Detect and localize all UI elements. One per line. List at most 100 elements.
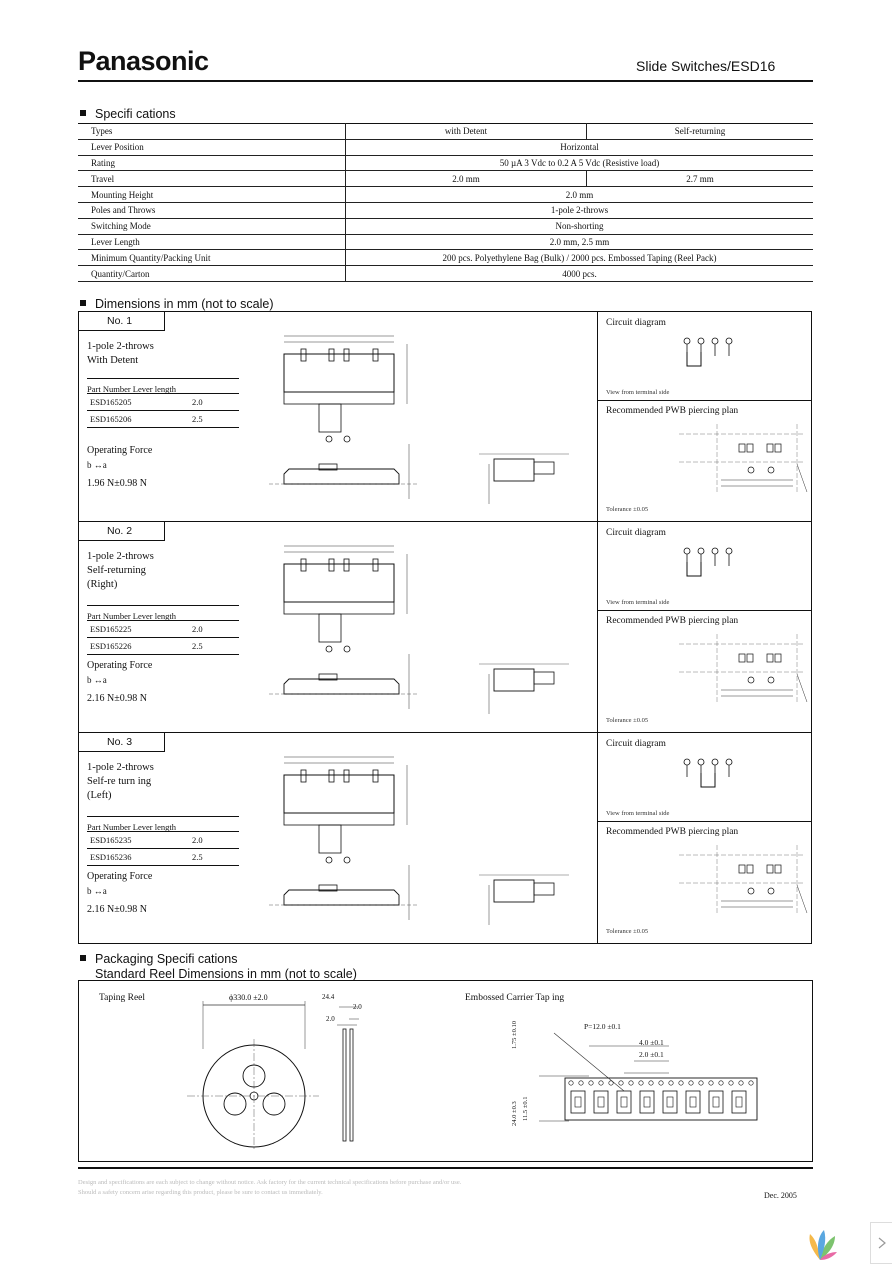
spec-label: Minimum Quantity/Packing Unit	[78, 249, 346, 267]
spec-value-self-returning: 2.7 mm	[586, 170, 813, 188]
taping-reel-drawing	[187, 1001, 359, 1149]
sprocket-hole	[618, 1080, 624, 1086]
circuit-diagram	[683, 547, 733, 577]
tape-pocket	[708, 1090, 724, 1114]
sprocket-hole	[718, 1080, 724, 1086]
model-poles: 1-pole 2-throws	[87, 551, 154, 562]
footer-notes: Design and specifications are each subje…	[78, 1178, 461, 1198]
operating-force-value: 2.16 N±0.98 N	[87, 904, 147, 915]
sprocket-hole	[668, 1080, 674, 1086]
view-from-terminal-label: View from terminal side	[606, 389, 670, 396]
document-title: Slide Switches/ESD16	[636, 58, 776, 74]
spec-value-detent: with Detent	[345, 123, 587, 140]
sprocket-hole	[708, 1080, 714, 1086]
chevron-right-icon	[878, 1237, 886, 1249]
model-description: 1-pole 2-throws With Detent	[87, 340, 154, 368]
tape-pocket	[570, 1090, 586, 1114]
pwb-plan-label: Recommended PWB piercing plan	[606, 616, 739, 626]
model-panel: No. 1 1-pole 2-throws With Detent Part N…	[78, 311, 812, 522]
spec-label: Lever Position	[78, 139, 346, 156]
circuit-diagram	[683, 337, 733, 367]
view-from-terminal-label: View from terminal side	[606, 599, 670, 606]
specs-heading: Specifi cations	[80, 107, 176, 121]
sprocket-hole	[738, 1080, 744, 1086]
footer-note-2: Should a safety concern arise regarding …	[78, 1189, 323, 1196]
spec-label: Switching Mode	[78, 218, 346, 235]
model-type: Self-re turn ing	[87, 776, 152, 787]
spec-value: 4000 pcs.	[345, 265, 813, 282]
spec-value: 2.0 mm, 2.5 mm	[345, 234, 813, 251]
sprocket-hole	[568, 1080, 574, 1086]
spec-label: Poles and Throws	[78, 202, 346, 219]
tape-pocket-part	[574, 1096, 582, 1108]
spec-value: Non-shorting	[345, 218, 813, 235]
spec-value: 200 pcs. Polyethylene Bag (Bulk) / 2000 …	[345, 249, 813, 267]
panel-divider-horizontal	[598, 610, 811, 611]
reel-dims-heading: Standard Reel Dimensions in mm (not to s…	[95, 967, 357, 981]
sprocket-hole	[658, 1080, 664, 1086]
panel-divider-horizontal	[598, 400, 811, 401]
spec-label: Mounting Height	[78, 186, 346, 203]
next-page-button[interactable]	[870, 1222, 892, 1264]
tape-pocket-part	[620, 1096, 628, 1108]
sprocket-hole	[628, 1080, 634, 1086]
model-number: No. 2	[79, 522, 165, 541]
sprocket-hole	[648, 1080, 654, 1086]
operating-force: Operating Force b ↔a 2.16 N±0.98 N	[87, 871, 153, 915]
model-poles: 1-pole 2-throws	[87, 341, 154, 352]
sprocket-hole	[728, 1080, 734, 1086]
part-number-header: Part Number Lever length	[87, 817, 239, 832]
tape-dim-h3: 24.0 ±0.3	[511, 1101, 518, 1126]
dimensions-heading: Dimensions in mm (not to scale)	[80, 297, 274, 311]
spec-label: Lever Length	[78, 234, 346, 251]
packaging-heading: Packaging Specifi cations	[80, 952, 237, 966]
pwb-plan-label: Recommended PWB piercing plan	[606, 827, 739, 837]
tape-pocket	[616, 1090, 632, 1114]
tape-dim-p2: 4.0 ±0.1	[639, 1038, 664, 1047]
spec-label: Types	[78, 123, 346, 140]
view-from-terminal-label: View from terminal side	[606, 810, 670, 817]
reel-width-3: 2.0	[326, 1015, 335, 1023]
pwb-piercing-plan-drawing	[679, 634, 808, 704]
tape-pocket	[662, 1090, 678, 1114]
footer-rule	[78, 1167, 813, 1169]
model-number: No. 3	[79, 733, 165, 752]
panel-divider	[597, 522, 598, 732]
spec-value-detent: 2.0 mm	[345, 170, 587, 188]
circuit-diagram-label: Circuit diagram	[606, 739, 666, 749]
tolerance-label: Tolerance ±0.05	[606, 506, 649, 513]
model-description: 1-pole 2-throws Self-returning (Right)	[87, 550, 154, 592]
sprocket-hole	[698, 1080, 704, 1086]
model-panel: No. 2 1-pole 2-throws Self-returning (Ri…	[78, 521, 812, 733]
sprocket-hole	[578, 1080, 584, 1086]
tape-pocket-part	[712, 1096, 720, 1108]
model-panel: No. 3 1-pole 2-throws Self-re turn ing (…	[78, 732, 812, 944]
circuit-diagram-label: Circuit diagram	[606, 528, 666, 538]
footer-note-1: Design and specifications are each subje…	[78, 1179, 462, 1186]
brand-logo: Panasonic	[78, 46, 209, 76]
tape-dim-h2: 11.5 ±0.1	[522, 1096, 529, 1121]
spec-value-self-returning: Self-returning	[586, 123, 813, 140]
spec-value: Horizontal	[345, 139, 813, 156]
tape-pocket	[639, 1090, 655, 1114]
spec-label: Travel	[78, 170, 346, 188]
sprocket-hole	[638, 1080, 644, 1086]
tape-pocket-part	[735, 1096, 743, 1108]
carrier-tape-drawing	[539, 1032, 758, 1122]
tape-pocket-part	[689, 1096, 697, 1108]
spec-label: Rating	[78, 155, 346, 172]
operating-force: Operating Force b ↔a 2.16 N±0.98 N	[87, 660, 153, 704]
tape-dim-h1: 1.75 ±0.10	[511, 1021, 518, 1049]
tape-pocket-part	[597, 1096, 605, 1108]
sprocket-hole	[608, 1080, 614, 1086]
